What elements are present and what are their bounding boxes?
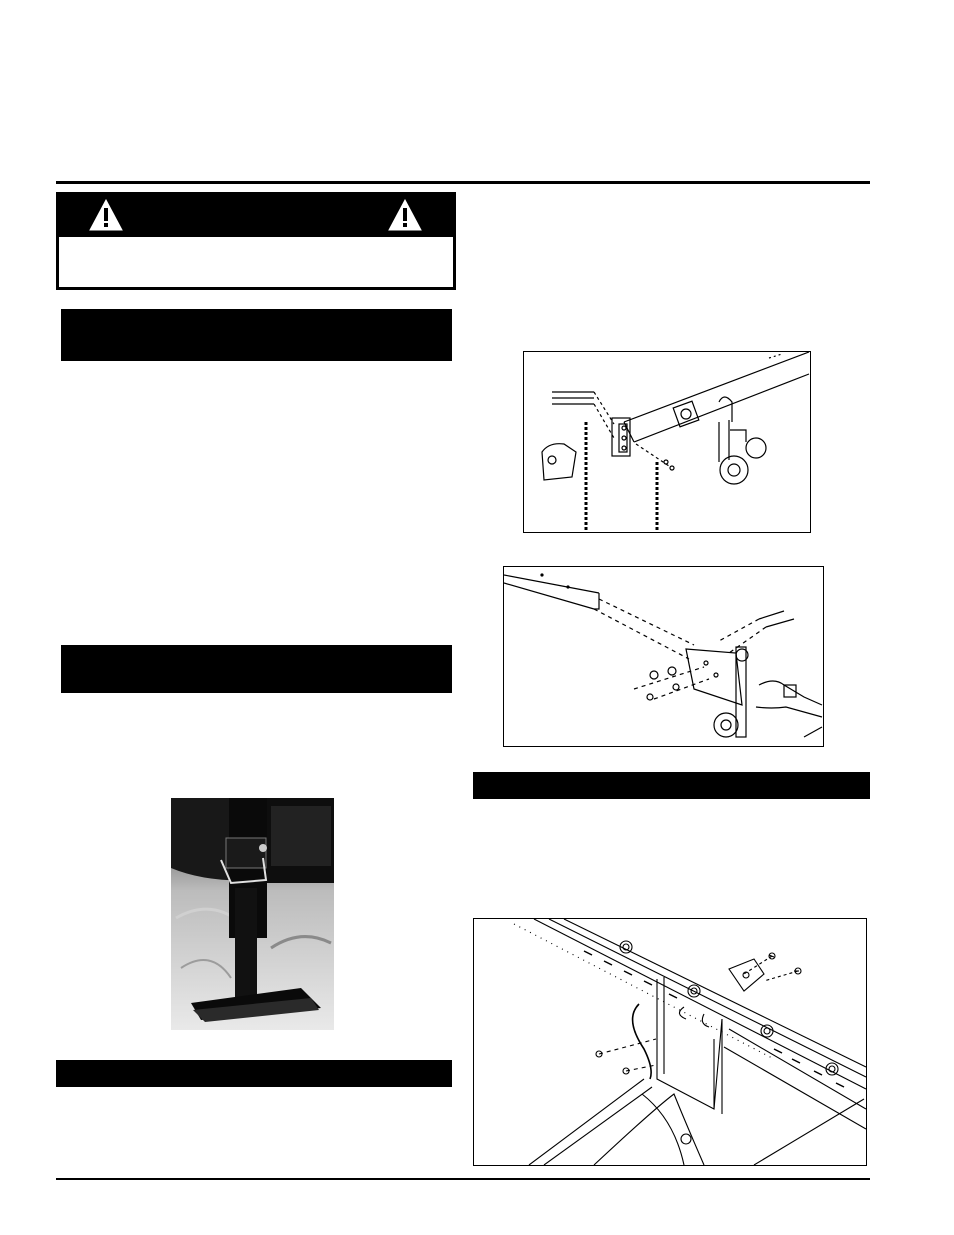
warning-header-bar [59, 195, 453, 237]
warning-triangle-icon [89, 199, 123, 231]
warning-box [56, 192, 456, 290]
bottom-rule [56, 1178, 870, 1180]
section-header-2 [61, 645, 452, 693]
figure-hitch-hook-assembly [523, 351, 811, 533]
section-header-1 [61, 309, 452, 361]
section-header-right [473, 772, 870, 799]
warning-triangle-icon [388, 199, 422, 231]
section-header-3 [56, 1060, 452, 1087]
figure-tongue-jack-assembly [503, 566, 824, 747]
top-rule [56, 181, 870, 184]
figure-frame-bracket-assembly [473, 918, 867, 1166]
parking-jack-photo [171, 798, 334, 1030]
